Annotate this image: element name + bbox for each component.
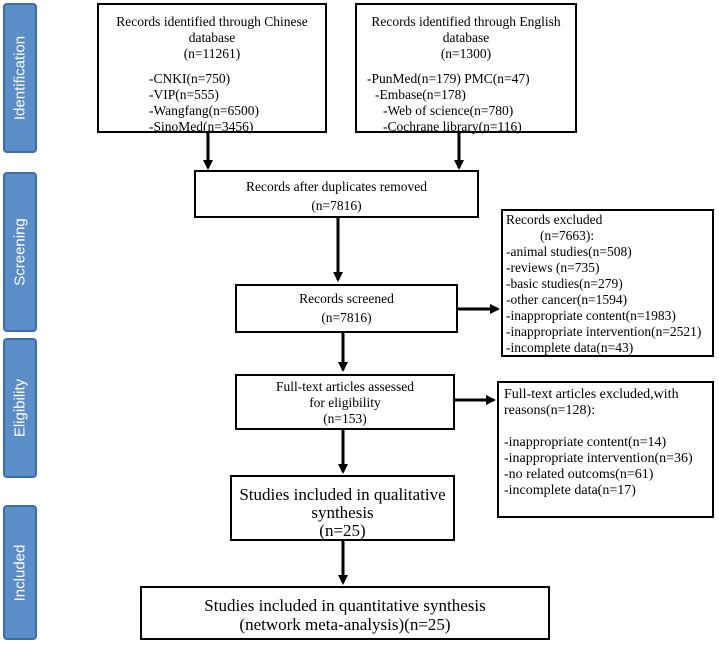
chinese-db-item: -SinoMed(n=3456) [149,119,254,134]
fulltext-excluded-item: -inappropriate intervention(n=36) [504,451,693,466]
chinese-db-count: (n=11261) [183,46,241,61]
fulltext-excluded-title-line2: reasons(n=128): [504,403,596,418]
qualitative-line2: synthesis [311,503,374,522]
quantitative-line2: (network meta-analysis)(n=25) [239,615,451,634]
stage-eligibility: Eligibility [3,338,37,478]
fulltext-excluded-title-line1: Full-text articles excluded,with [504,387,679,402]
excluded-count: (n=7663): [540,228,595,243]
chinese-db-title-line1: Records identified through Chinese [116,14,308,29]
english-db-item: -PunMed(n=179) PMC(n=47) [367,71,530,86]
qualitative-line1: Studies included in qualitative [239,485,446,504]
english-database-box: Records identified through English datab… [355,3,577,134]
excluded-item: -inappropriate content(n=1983) [506,308,676,323]
chinese-db-title-line2: database [188,30,236,45]
fulltext-excluded-item: -inappropriate content(n=14) [504,435,667,450]
screened-count: (n=7816) [321,310,372,325]
duplicates-count: (n=7816) [311,198,362,213]
english-db-item: -Cochrane library(n=116) [383,119,522,134]
fulltext-assessed-box: Full-text articles assessed for eligibil… [235,374,455,430]
qualitative-count: (n=25) [319,521,366,540]
chinese-db-item: -Wangfang(n=6500) [149,103,259,118]
excluded-item: -basic studies(n=279) [506,276,623,291]
stage-identification: Identification [3,3,37,153]
excluded-item: -inappropriate intervention(n=2521) [506,324,702,339]
fulltext-line2: for eligibility [309,395,381,410]
fulltext-excluded-box: Full-text articles excluded,with reasons… [497,381,714,518]
english-db-title-line2: database [442,30,490,45]
fulltext-line1: Full-text articles assessed [276,379,414,394]
english-db-item: -Web of science(n=780) [383,103,514,118]
chinese-db-item: -CNKI(n=750) [149,71,231,86]
excluded-title: Records excluded [506,212,603,227]
chinese-db-item: -VIP(n=555) [149,87,219,102]
chinese-database-box: Records identified through Chinese datab… [97,3,327,134]
stage-screening: Screening [3,172,37,332]
qualitative-synthesis-box: Studies included in qualitative synthesi… [230,475,455,541]
duplicates-line1: Records after duplicates removed [245,179,428,194]
screened-line1: Records screened [299,291,394,306]
quantitative-synthesis-box: Studies included in quantitative synthes… [140,586,550,640]
english-db-count: (n=1300) [440,46,492,61]
duplicates-removed-box: Records after duplicates removed (n=7816… [194,170,479,218]
fulltext-excluded-item: -no related outcoms(n=61) [504,467,654,482]
records-excluded-box: Records excluded (n=7663): -animal studi… [501,209,714,357]
fulltext-count: (n=153) [323,411,367,426]
fulltext-excluded-item: -incomplete data(n=17) [504,483,636,498]
quantitative-line1: Studies included in quantitative synthes… [204,596,486,615]
excluded-item: -other cancer(n=1594) [506,292,628,307]
excluded-item: -reviews (n=735) [506,260,600,275]
english-db-title-line1: Records identified through English [371,14,561,29]
english-db-item: -Embase(n=178) [375,87,466,102]
records-screened-box: Records screened (n=7816) [235,284,458,333]
excluded-item: -animal studies(n=508) [506,244,632,259]
stage-included: Included [3,505,37,640]
excluded-item: -incomplete data(n=43) [506,340,634,355]
